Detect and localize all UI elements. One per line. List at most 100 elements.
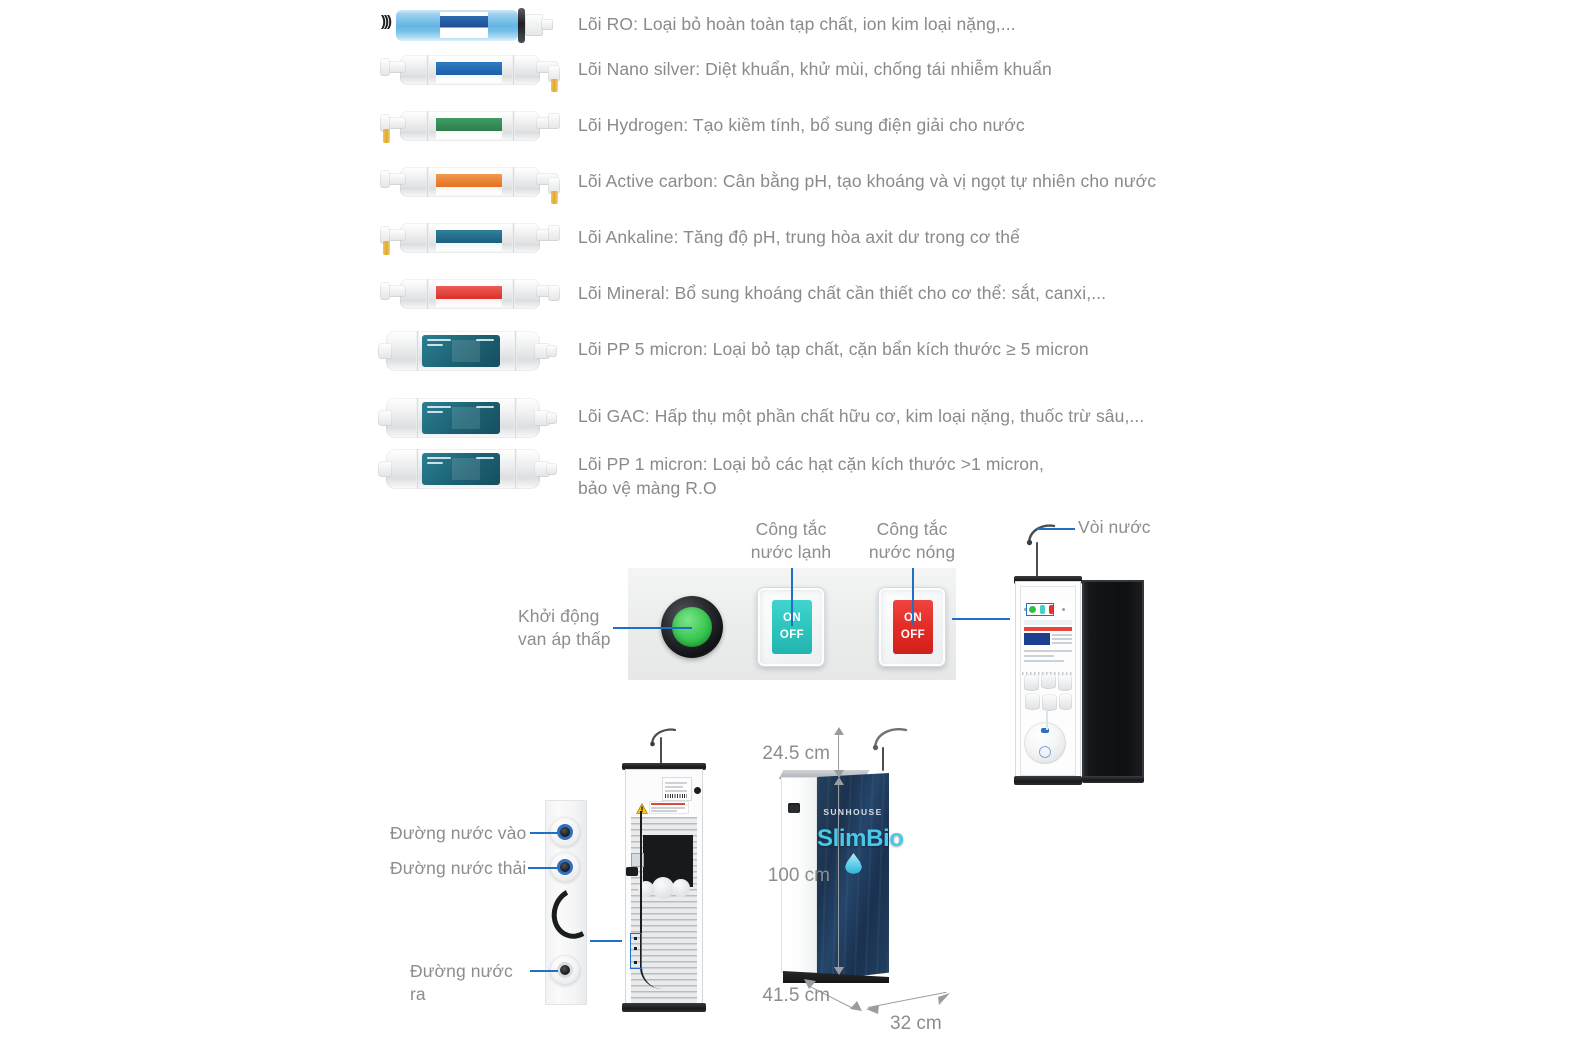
ro-tip xyxy=(525,14,543,36)
filter-image-ankaline xyxy=(378,213,568,265)
dim-arrow-up-body xyxy=(834,777,844,785)
product-brandmark: SUNHOUSE SlimBio xyxy=(817,807,904,875)
cartridge-shell xyxy=(400,167,540,197)
cartridge-label xyxy=(436,225,502,251)
leader-hot-switch xyxy=(912,568,914,626)
rear-port-hole xyxy=(694,787,701,794)
filter-list: ))) Lõi RO: Loại bỏ hoàn toàn tạp chất, … xyxy=(0,0,1578,510)
rear-port-highlight-box xyxy=(630,933,642,969)
cabinet-doc-line xyxy=(1024,655,1054,657)
cartridge-shell xyxy=(386,449,540,489)
cartridge-label xyxy=(422,453,500,485)
dim-faucet-icon xyxy=(872,728,908,751)
ro-oring xyxy=(518,8,525,43)
rear-spec-label xyxy=(662,777,692,801)
mini-cold-switch[interactable] xyxy=(1040,605,1045,614)
cartridge-label xyxy=(436,169,502,195)
filter-row-8: Lõi GAC: Hấp thụ một phần chất hữu cơ, k… xyxy=(378,390,1478,446)
dim-arrow-width xyxy=(866,993,950,1014)
cartridge-fittings xyxy=(378,101,568,153)
cartridge-label xyxy=(436,113,502,139)
filter-image-ro: ))) xyxy=(378,2,568,48)
cabinet-door[interactable] xyxy=(1082,580,1144,780)
callout-waste: Đường nước thải xyxy=(390,858,527,878)
faucet-icon xyxy=(1026,524,1056,546)
filter-row-5: Lõi Ankaline: Tăng độ pH, trung hòa axit… xyxy=(378,213,1478,265)
cartridge-shell xyxy=(400,111,540,141)
cartridge-fittings xyxy=(378,213,568,265)
leader-inlet xyxy=(530,832,558,834)
filter-row-6: Lõi Mineral: Bổ sung khoáng chất cần thi… xyxy=(378,269,1478,321)
inlet-port[interactable] xyxy=(550,817,580,847)
brand-name: SUNHOUSE xyxy=(823,807,883,817)
rear-port-dot xyxy=(634,937,637,940)
port-plate-section: Đường nước vào Đường nước thải Đường nướ… xyxy=(390,795,622,1015)
filter-description-3: Lõi Hydrogen: Tạo kiềm tính, bổ sung điệ… xyxy=(578,115,1025,135)
callout-inlet: Đường nước vào xyxy=(390,823,527,843)
rear-motor xyxy=(638,881,654,897)
tank-valve xyxy=(1041,728,1049,733)
model-name: SlimBio xyxy=(817,827,904,875)
ro-label xyxy=(440,12,488,38)
cartridge-shell xyxy=(400,223,540,253)
rear-view-unit xyxy=(610,725,730,1015)
ro-seal-icon: ))) xyxy=(381,13,392,30)
dim-arrow-down-body xyxy=(834,967,844,975)
leader-cold-switch xyxy=(791,568,793,626)
filter-description-7: Lõi PP 5 micron: Loại bỏ tạp chất, cặn b… xyxy=(578,339,1089,359)
rear-warning-label xyxy=(649,801,689,814)
leader-panel-to-cabinet xyxy=(952,618,1010,620)
water-drop-icon xyxy=(845,853,862,874)
cartridge-fittings xyxy=(378,269,568,321)
cabinet-doc-line xyxy=(1052,638,1072,640)
rear-faucet-stem xyxy=(660,737,663,765)
filter-row-1: ))) Lõi RO: Loại bỏ hoàn toàn tạp chất, … xyxy=(378,2,1478,50)
callout-faucet: Vòi nước xyxy=(1078,517,1151,537)
leader-faucet xyxy=(1037,528,1075,530)
dim-label-depth: 41.5 cm xyxy=(762,985,830,1006)
rear-bottom-rail xyxy=(622,1003,706,1012)
filter-image-hydrogen xyxy=(378,101,568,153)
mini-green-button[interactable] xyxy=(1029,606,1036,613)
rear-compressor-secondary xyxy=(672,879,690,897)
dim-faucet-stem xyxy=(882,747,885,771)
cabinet-filter-array xyxy=(1022,672,1074,714)
faucet-stem xyxy=(1036,542,1039,578)
cartridge-fittings xyxy=(378,45,568,97)
cartridge-shell xyxy=(400,279,540,309)
filter-row-7: Lõi PP 5 micron: Loại bỏ tạp chất, cặn b… xyxy=(378,323,1478,379)
filter-row-3: Lõi Hydrogen: Tạo kiềm tính, bổ sung điệ… xyxy=(378,101,1478,153)
hot-water-switch-cover[interactable]: ON OFF xyxy=(878,587,946,667)
cartridge-label xyxy=(422,402,500,434)
cabinet-doc-line xyxy=(1024,660,1064,662)
callout-cold-switch: Công tắc nước lạnh xyxy=(750,519,832,562)
leader-outlet xyxy=(530,970,558,972)
filter-image-nano-silver xyxy=(378,45,568,97)
dim-arrow-up-top xyxy=(834,727,844,735)
dim-label-body-height: 100 cm xyxy=(767,865,830,886)
cabinet-doc-line xyxy=(1052,642,1072,644)
cabinet-mini-control-panel xyxy=(1024,604,1072,616)
callout-outlet: Đường nước ra xyxy=(410,961,513,1004)
leader-rear-ports xyxy=(590,940,622,942)
rear-faucet-icon xyxy=(650,728,677,747)
rear-top-rail xyxy=(622,763,706,770)
filter-image-active-carbon xyxy=(378,157,568,209)
cartridge-fittings xyxy=(378,157,568,209)
dim-line-body xyxy=(838,781,840,973)
cartridge-label xyxy=(436,57,502,83)
leader-waste xyxy=(528,867,558,869)
filter-description-6: Lõi Mineral: Bổ sung khoáng chất cần thi… xyxy=(578,283,1107,303)
filter-description-4: Lõi Active carbon: Cân bằng pH, tạo khoá… xyxy=(578,171,1157,191)
hot-switch-off-label: OFF xyxy=(900,629,926,641)
dim-label-width: 32 cm xyxy=(890,1013,942,1034)
cabinet-door-bottom-rail xyxy=(1082,776,1144,783)
rear-port-dot xyxy=(634,961,637,964)
filter-description-5: Lõi Ankaline: Tăng độ pH, trung hòa axit… xyxy=(578,227,1020,247)
filter-row-9: Lõi PP 1 micron: Loại bỏ các hạt cặn kíc… xyxy=(378,441,1478,501)
leader-low-pressure-valve xyxy=(613,627,692,629)
dim-label-top-height: 24.5 cm xyxy=(762,743,830,764)
cabinet-top-rail xyxy=(1014,576,1082,584)
mini-hot-switch[interactable] xyxy=(1049,605,1054,614)
